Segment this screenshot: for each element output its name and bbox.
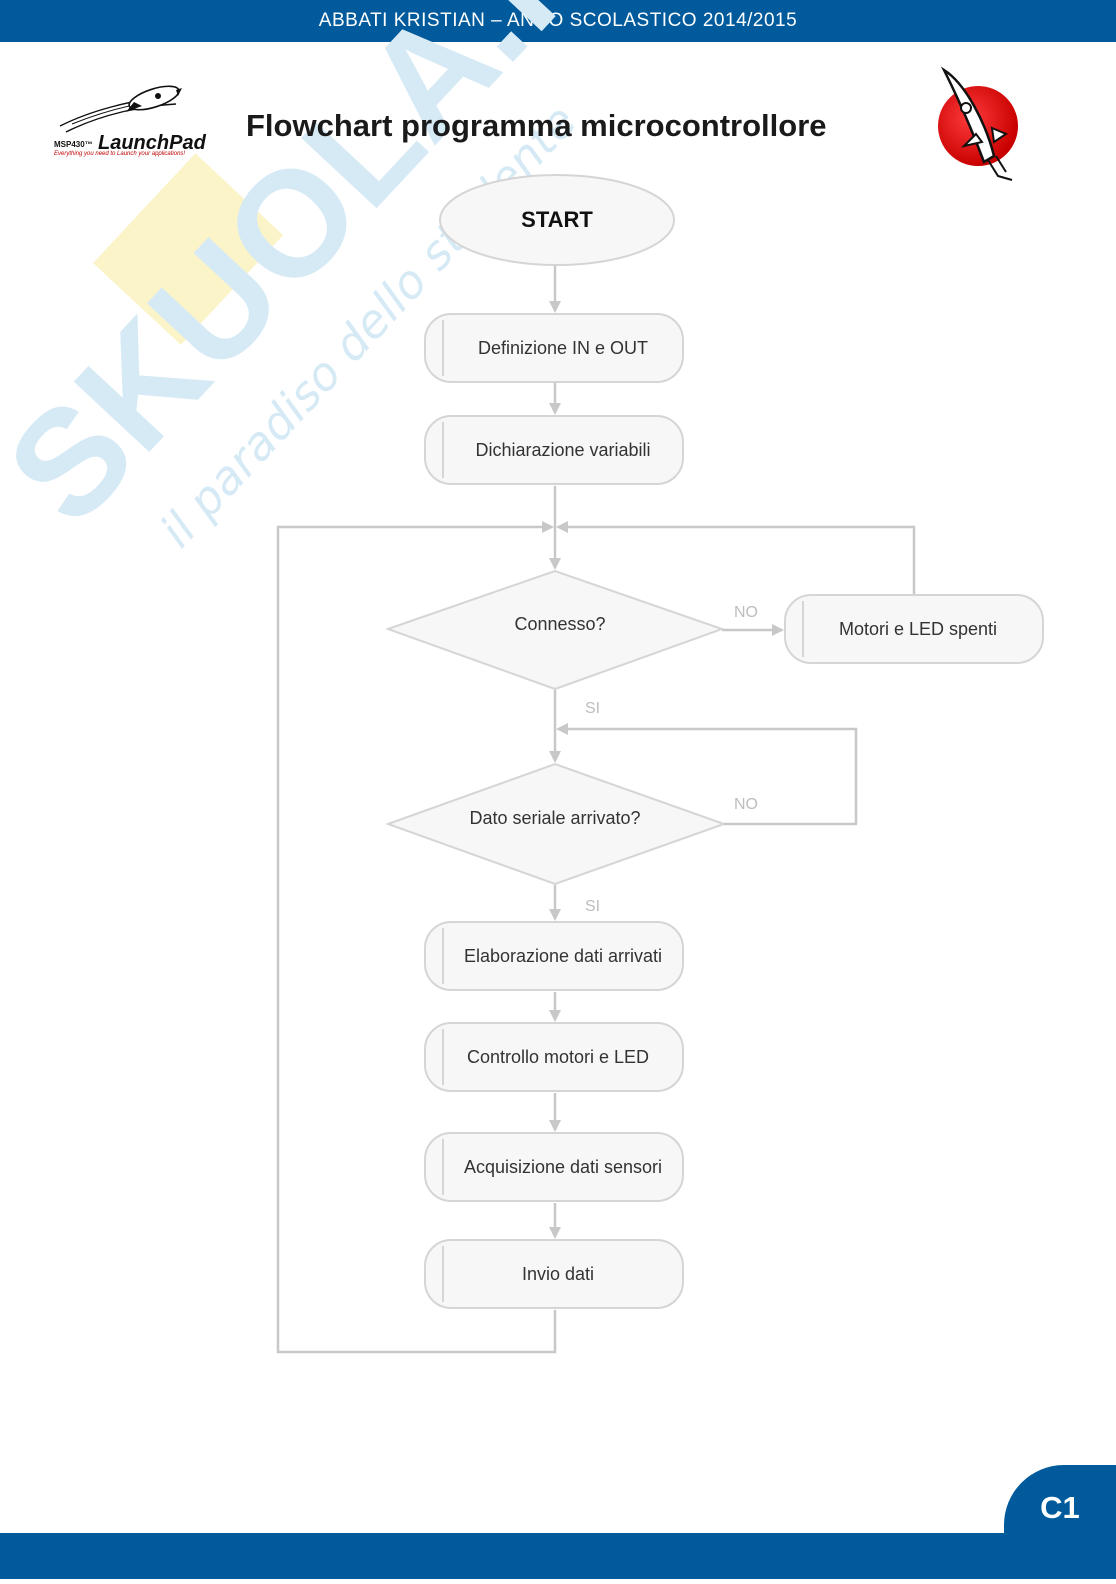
launchpad-brand: LaunchPad <box>98 132 206 154</box>
dato-si-label: SI <box>585 898 601 915</box>
launchpad-tagline: Everything you need to Launch your appli… <box>54 151 186 157</box>
definizione-label: Definizione IN e OUT <box>477 337 649 358</box>
start-node <box>439 174 675 266</box>
process-invio <box>424 1239 684 1309</box>
process-motori-spenti <box>784 594 1044 664</box>
header-text: ABBATI KRISTIAN – ANNO SCOLASTICO 2014/2… <box>318 10 798 31</box>
connesso-no-label: NO <box>734 604 758 621</box>
invio-label: Invio dati <box>521 1263 595 1284</box>
page-number: C1 <box>1040 1490 1080 1525</box>
process-elaborazione <box>424 921 684 991</box>
acquisizione-label: Acquisizione dati sensori <box>463 1156 663 1177</box>
process-definizione <box>424 313 684 383</box>
process-dichiarazione <box>424 415 684 485</box>
edge-main-loop <box>276 521 557 1354</box>
start-label: START <box>521 207 593 232</box>
motori-spenti-label: Motori e LED spenti <box>838 618 998 639</box>
header-bar: ABBATI KRISTIAN – ANNO SCOLASTICO 2014/2… <box>0 0 1116 42</box>
connesso-si-label: SI <box>585 700 601 717</box>
controllo-label: Controllo motori e LED <box>466 1046 650 1067</box>
rocket-icon <box>59 85 182 133</box>
page-title: Flowchart programma microcontrollore <box>246 108 827 143</box>
dato-seriale-label: Dato seriale arrivato? <box>469 807 641 828</box>
process-acquisizione <box>424 1132 684 1202</box>
connesso-label: Connesso? <box>514 613 606 634</box>
rocket-red-circle-icon <box>936 64 1026 182</box>
edge-dato-no-loop <box>556 723 858 826</box>
edge-motori-loop <box>556 521 916 594</box>
elaborazione-label: Elaborazione dati arrivati <box>463 945 663 966</box>
launchpad-logo <box>52 80 212 160</box>
dichiarazione-label: Dichiarazione variabili <box>475 439 651 460</box>
footer-bar <box>0 1533 1116 1579</box>
dato-no-label: NO <box>734 796 758 813</box>
launchpad-prefix: MSP430™ <box>54 140 93 149</box>
process-controllo <box>424 1022 684 1092</box>
